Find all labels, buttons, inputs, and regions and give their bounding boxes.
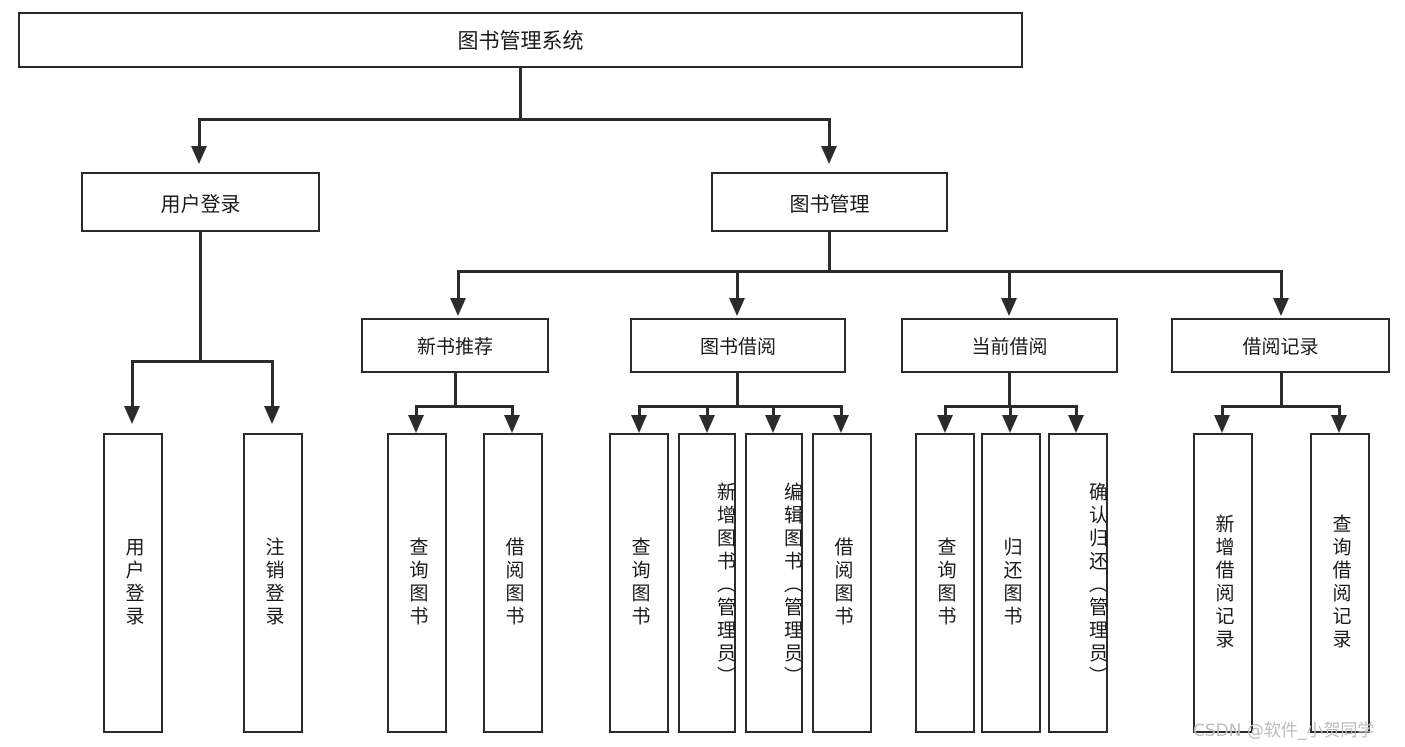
leaf-borrow-record-query-record[interactable]: 查询借阅记录 bbox=[1310, 433, 1370, 733]
node-label: 图书管理 bbox=[789, 191, 870, 216]
edge-new-book-to-leaf-2 bbox=[511, 405, 514, 417]
node-label: 确认归还（管理员） bbox=[1086, 481, 1108, 689]
arrow-cb-to-leaf-3 bbox=[1068, 415, 1084, 433]
edge-bb-to-leaf-2 bbox=[706, 405, 709, 417]
arrow-root-to-book-management bbox=[821, 146, 837, 164]
edge-cb-to-leaf-1 bbox=[944, 405, 947, 417]
leaf-new-book-query-book[interactable]: 查询图书 bbox=[387, 433, 447, 733]
arrow-cb-to-leaf-1 bbox=[937, 415, 953, 433]
edge-root-to-book-management bbox=[828, 118, 831, 148]
edge-book-borrow-stem bbox=[736, 373, 739, 408]
node-label: 归还图书 bbox=[1000, 537, 1023, 629]
node-label: 借阅图书 bbox=[502, 537, 525, 629]
edge-root-bar bbox=[198, 118, 831, 121]
arrow-new-book-to-leaf-2 bbox=[504, 415, 520, 433]
node-borrow-record[interactable]: 借阅记录 bbox=[1171, 318, 1390, 373]
arrow-root-to-user-login bbox=[191, 146, 207, 164]
node-current-borrow[interactable]: 当前借阅 bbox=[901, 318, 1118, 373]
edge-user-login-stem bbox=[199, 232, 202, 362]
edge-user-login-to-leaf-1 bbox=[131, 360, 134, 408]
edge-current-borrow-stem bbox=[1008, 373, 1011, 408]
edge-new-book-bar bbox=[415, 405, 514, 408]
edge-bb-to-leaf-1 bbox=[638, 405, 641, 417]
arrow-bb-to-leaf-4 bbox=[833, 415, 849, 433]
leaf-user-login-logout[interactable]: 注销登录 bbox=[243, 433, 303, 733]
edge-borrow-record-bar bbox=[1221, 405, 1340, 408]
node-label: 图书借阅 bbox=[699, 336, 776, 358]
leaf-current-borrow-return-book[interactable]: 归还图书 bbox=[981, 433, 1041, 733]
edge-book-borrow-bar bbox=[638, 405, 843, 408]
node-book-management[interactable]: 图书管理 bbox=[711, 172, 948, 232]
edge-user-login-to-leaf-2 bbox=[271, 360, 274, 408]
edge-bm-to-book-borrow bbox=[736, 270, 739, 300]
edge-bm-to-current-borrow bbox=[1008, 270, 1011, 300]
node-label: 新增借阅记录 bbox=[1212, 514, 1235, 652]
node-label: 查询借阅记录 bbox=[1329, 514, 1352, 652]
node-label: 新增图书（管理员） bbox=[714, 481, 736, 689]
leaf-current-borrow-confirm-return-admin[interactable]: 确认归还（管理员） bbox=[1048, 433, 1108, 733]
arrow-br-to-leaf-2 bbox=[1331, 415, 1347, 433]
node-label: 查询图书 bbox=[406, 537, 429, 629]
leaf-borrow-record-add-record[interactable]: 新增借阅记录 bbox=[1193, 433, 1253, 733]
node-label: 新书推荐 bbox=[416, 336, 493, 358]
edge-new-book-stem bbox=[454, 373, 457, 408]
edge-book-management-bar bbox=[457, 270, 1283, 273]
edge-cb-to-leaf-3 bbox=[1075, 405, 1078, 417]
leaf-book-borrow-edit-book-admin[interactable]: 编辑图书（管理员） bbox=[745, 433, 803, 733]
node-book-management-system[interactable]: 图书管理系统 bbox=[18, 12, 1023, 68]
edge-root-to-user-login bbox=[198, 118, 201, 148]
edge-book-management-stem bbox=[828, 232, 831, 272]
edge-root-stem bbox=[519, 68, 522, 120]
node-label: 借阅图书 bbox=[831, 537, 854, 629]
arrow-bm-to-borrow-record bbox=[1273, 298, 1289, 316]
arrow-bm-to-current-borrow bbox=[1001, 298, 1017, 316]
node-label: 借阅记录 bbox=[1242, 336, 1319, 358]
edge-br-to-leaf-1 bbox=[1221, 405, 1224, 417]
leaf-current-borrow-query-book[interactable]: 查询图书 bbox=[915, 433, 975, 733]
arrow-user-login-to-leaf-1 bbox=[124, 406, 140, 424]
edge-bb-to-leaf-4 bbox=[840, 405, 843, 417]
node-new-book-recommend[interactable]: 新书推荐 bbox=[361, 318, 549, 373]
leaf-book-borrow-borrow-book[interactable]: 借阅图书 bbox=[812, 433, 872, 733]
arrow-bm-to-book-borrow bbox=[729, 298, 745, 316]
arrow-bm-to-new-book bbox=[450, 298, 466, 316]
edge-br-to-leaf-2 bbox=[1338, 405, 1341, 417]
arrow-br-to-leaf-1 bbox=[1214, 415, 1230, 433]
leaf-book-borrow-add-book-admin[interactable]: 新增图书（管理员） bbox=[678, 433, 736, 733]
edge-bm-to-new-book bbox=[457, 270, 460, 300]
node-label: 注销登录 bbox=[262, 537, 285, 629]
node-label: 用户登录 bbox=[160, 191, 241, 216]
node-label: 查询图书 bbox=[934, 537, 957, 629]
leaf-new-book-borrow-book[interactable]: 借阅图书 bbox=[483, 433, 543, 733]
node-label: 用户登录 bbox=[122, 537, 145, 629]
node-label: 编辑图书（管理员） bbox=[781, 481, 803, 689]
leaf-book-borrow-query-book[interactable]: 查询图书 bbox=[609, 433, 669, 733]
node-label: 查询图书 bbox=[628, 537, 651, 629]
edge-cb-to-leaf-2 bbox=[1009, 405, 1012, 417]
arrow-cb-to-leaf-2 bbox=[1002, 415, 1018, 433]
arrow-bb-to-leaf-2 bbox=[699, 415, 715, 433]
node-label: 图书管理系统 bbox=[457, 29, 584, 53]
node-user-login[interactable]: 用户登录 bbox=[81, 172, 320, 232]
edge-new-book-to-leaf-1 bbox=[415, 405, 418, 417]
arrow-new-book-to-leaf-1 bbox=[408, 415, 424, 433]
edge-borrow-record-stem bbox=[1280, 373, 1283, 408]
node-book-borrow[interactable]: 图书借阅 bbox=[630, 318, 846, 373]
edge-bb-to-leaf-3 bbox=[772, 405, 775, 417]
edge-user-login-bar bbox=[131, 360, 271, 363]
node-label: 当前借阅 bbox=[971, 336, 1048, 358]
arrow-bb-to-leaf-1 bbox=[631, 415, 647, 433]
arrow-user-login-to-leaf-2 bbox=[264, 406, 280, 424]
edge-bm-to-borrow-record bbox=[1280, 270, 1283, 300]
leaf-user-login-login[interactable]: 用户登录 bbox=[103, 433, 163, 733]
arrow-bb-to-leaf-3 bbox=[765, 415, 781, 433]
